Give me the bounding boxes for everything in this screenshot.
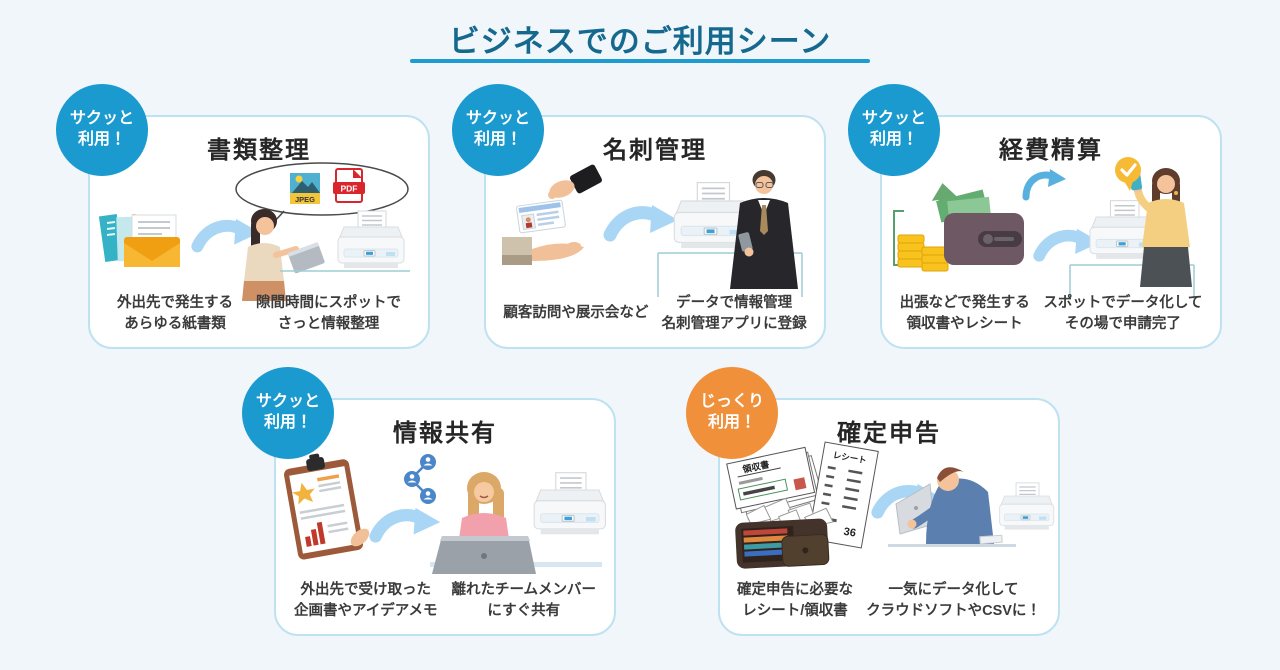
woman-with-phone [1129, 168, 1192, 287]
card-information-sharing: サクッと 利用！ 情報共有 [242, 367, 616, 636]
business-card-icon [516, 199, 566, 234]
document-organizing-scene: JPEG PDF [98, 162, 410, 301]
card-document-organizing: サクッと 利用！ 書類整理 JPEG [56, 84, 430, 349]
page-title: ビジネスでのご利用シーン [448, 24, 832, 59]
flow-arrow-icon [610, 205, 678, 235]
document-organizing-illustration: JPEG PDF [90, 161, 428, 303]
card-title: 名刺管理 [603, 137, 707, 164]
caption-left: 外出先で受け取った 企画書やアイデアメモ [293, 581, 438, 619]
scanner-icon [337, 210, 405, 269]
card-business-card-management: サクッと 利用！ 名刺管理 [452, 84, 826, 349]
title-underline [410, 59, 870, 63]
caption-right: スポットでデータ化して その場で申請完了 [1043, 294, 1203, 332]
caption-left: 出張などで発生する 領収書やレシート [899, 294, 1030, 332]
pdf-label: PDF [341, 184, 358, 194]
card-title: 情報共有 [393, 420, 497, 447]
man-in-suit-with-phone [730, 170, 798, 289]
caption-right: 離れたチームメンバー にすぐ共有 [451, 581, 597, 619]
jpeg-file-icon: JPEG [290, 173, 320, 204]
card-title: 確定申告 [837, 420, 941, 447]
woman-with-laptop [242, 209, 325, 301]
caption-right: データで情報管理 名刺管理アプリに登録 [661, 294, 807, 332]
coins-icon [897, 234, 949, 272]
usage-badge-quick: サクッと 利用！ [56, 84, 148, 176]
business-card-scene [502, 164, 803, 297]
badge-label: サクッと 利用！ [255, 393, 320, 431]
usage-badge-quick: サクッと 利用！ [848, 84, 940, 176]
speech-bubble [235, 162, 409, 228]
pdf-file-icon: PDF [333, 168, 365, 203]
laptop-icon [287, 242, 325, 274]
badge-label: サクッと 利用！ [861, 110, 926, 148]
card-captions: 外出先で受け取った 企画書やアイデアメモ 離れたチームメンバー にすぐ共有 [280, 580, 610, 622]
jpeg-label: JPEG [295, 195, 315, 204]
card-captions: 外出先で発生する あらゆる紙書類 隙間時間にスポットで さっと情報整理 [94, 293, 424, 335]
scanner-icon [999, 482, 1055, 531]
wallet-icon [944, 213, 1024, 265]
woman-at-laptop [432, 472, 536, 574]
expense-scene [893, 157, 1195, 299]
card-exchange-hands [502, 164, 602, 265]
small-curved-arrow-icon [1022, 169, 1066, 201]
usage-badge-quick: サクッと 利用！ [242, 367, 334, 459]
sharing-scene [284, 453, 607, 574]
caption-left: 確定申告に必要な レシート/領収書 [737, 581, 854, 619]
card-captions: 顧客訪問や展示会など データで情報管理 名刺管理アプリに登録 [490, 293, 820, 335]
card-captions: 出張などで発生する 領収書やレシート スポットでデータ化して その場で申請完了 [886, 293, 1216, 335]
caption-left: 外出先で発生する あらゆる紙書類 [117, 294, 233, 332]
man-at-laptop [888, 467, 1016, 547]
tax-filing-scene: 領収書 レシート [726, 441, 1055, 569]
flow-arrow-icon [197, 219, 260, 247]
share-network-icon [404, 454, 436, 504]
scanner-icon [533, 471, 607, 536]
business-card-management-illustration [486, 161, 824, 303]
caption-left: 顧客訪問や展示会など [503, 305, 649, 322]
check-bubble-icon [1115, 157, 1141, 191]
badge-label: サクッと 利用！ [69, 110, 134, 148]
usage-badge-thorough: じっくり 利用！ [686, 367, 778, 459]
expense-reimbursement-illustration [882, 157, 1220, 303]
card-captions: 確定申告に必要な レシート/領収書 一気にデータ化して クラウドソフトやCSVに… [724, 580, 1054, 622]
information-sharing-illustration [276, 444, 614, 586]
caption-right: 隙間時間にスポットで さっと情報整理 [256, 294, 401, 332]
receipts-icon: 領収書 [726, 446, 824, 521]
flow-arrow-icon [376, 508, 441, 537]
card-tax-filing: じっくり 利用！ 確定申告 領収書 レシ [686, 367, 1060, 636]
tax-filing-illustration: 領収書 レシート [720, 441, 1058, 586]
usage-badge-quick: サクッと 利用！ [452, 84, 544, 176]
badge-label: サクッと 利用！ [465, 110, 530, 148]
badge-label: じっくり 利用！ [699, 393, 764, 431]
card-expense-reimbursement: サクッと 利用！ 経費精算 [848, 84, 1222, 349]
svg-text:36: 36 [843, 526, 857, 540]
card-title: 経費精算 [999, 137, 1103, 164]
envelope-icon [124, 214, 180, 267]
card-title: 書類整理 [207, 137, 311, 164]
clipboard-icon [284, 453, 370, 560]
stuffed-wallet-icon [735, 497, 834, 569]
caption-right: 一気にデータ化して クラウドソフトやCSVに！ [866, 581, 1041, 619]
